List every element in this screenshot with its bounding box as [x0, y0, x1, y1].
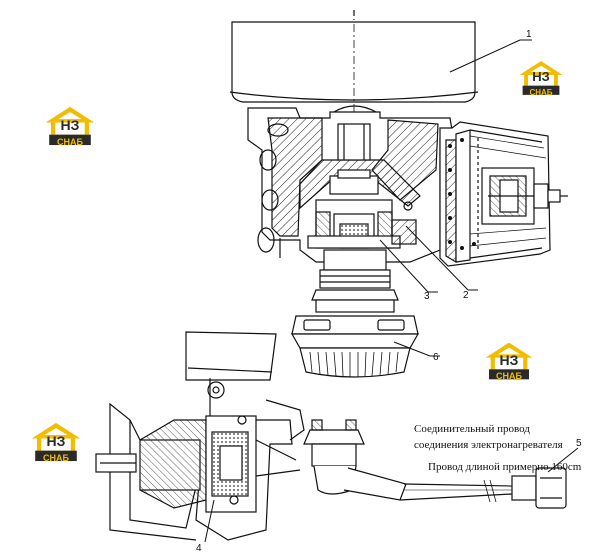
svg-text:НЗ: НЗ [47, 433, 66, 449]
svg-text:НЗ: НЗ [532, 69, 550, 84]
filter-main-assembly [229, 10, 479, 313]
watermark-logo: НЗ СНАБ [31, 422, 81, 463]
connector-note-line1: Соединительный провод [414, 423, 530, 435]
leader-lines [204, 39, 579, 543]
connector-note-line2: соединения электронагревателя [414, 439, 563, 451]
svg-text:НЗ: НЗ [61, 117, 80, 133]
watermark-logo: НЗ СНАБ [45, 106, 95, 147]
watermark-logo: НЗ СНАБ [485, 342, 533, 381]
svg-text:СНАБ: СНАБ [496, 371, 522, 381]
side-view-assembly [95, 331, 305, 541]
callout-2: 2 [463, 290, 469, 301]
callout-5: 5 [576, 438, 582, 449]
svg-text:СНАБ: СНАБ [57, 137, 83, 147]
svg-text:НЗ: НЗ [500, 352, 519, 368]
watermark-logo: НЗ СНАБ [519, 61, 563, 97]
svg-text:СНАБ: СНАБ [529, 88, 552, 97]
heater-connector-wire [303, 419, 567, 509]
wire-length-note: Провод длиной примерно 160cm [428, 461, 582, 473]
callout-6: 6 [433, 352, 439, 363]
callout-4: 4 [196, 543, 202, 554]
callout-3: 3 [424, 291, 430, 302]
heater-housing [439, 121, 568, 267]
callout-1: 1 [526, 29, 532, 40]
water-separator-bowl [290, 315, 420, 378]
svg-text:СНАБ: СНАБ [43, 453, 69, 463]
